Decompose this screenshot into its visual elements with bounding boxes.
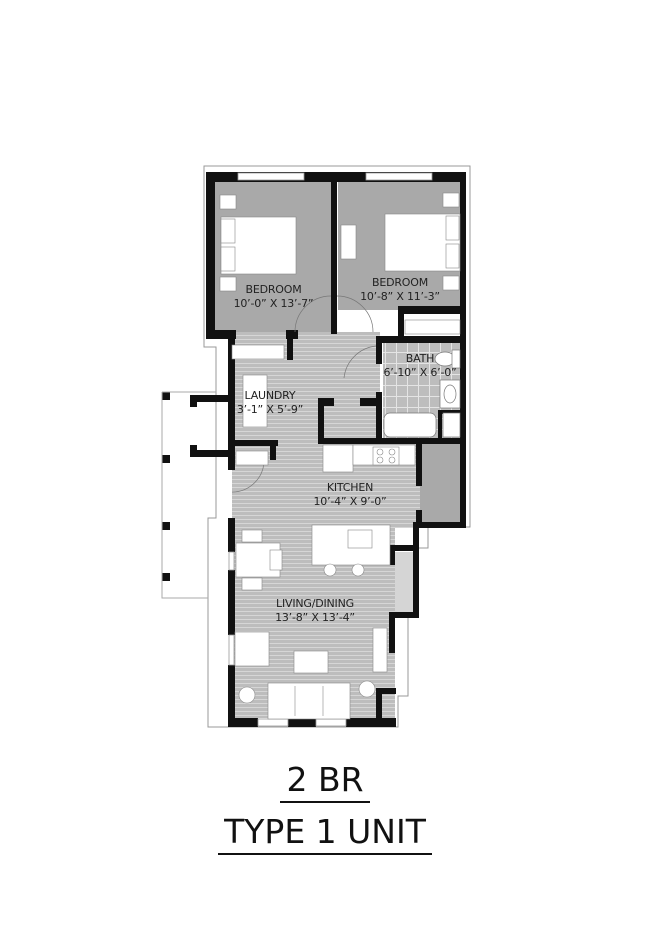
room-dims: 10’-8” X 11’-3” xyxy=(360,290,440,303)
walls xyxy=(162,172,466,727)
room-name: BEDROOM xyxy=(245,283,302,296)
room-name: LIVING/DINING xyxy=(276,597,354,610)
room-label-bedroom-1: BEDROOM 10’-0” X 13’-7” xyxy=(214,283,333,311)
room-dims: 6’-10” X 6’-0” xyxy=(383,366,457,379)
patio-outline xyxy=(161,391,216,599)
room-dims: 3’-1” X 5’-9” xyxy=(236,403,304,416)
room-name: LAUNDRY xyxy=(244,389,296,402)
room-name: BEDROOM xyxy=(371,276,429,289)
kitchen-fixtures xyxy=(311,444,416,577)
unit-bedroom-count: 2 BR xyxy=(0,760,650,803)
unit-type: TYPE 1 UNIT xyxy=(0,812,650,855)
title-line-2: TYPE 1 UNIT xyxy=(218,812,432,855)
bath-fixtures xyxy=(383,349,461,438)
living-furniture xyxy=(234,529,388,720)
room-label-bedroom-2: BEDROOM 10’-8” X 11’-3” xyxy=(340,276,460,304)
room-label-laundry: LAUNDRY 3’-1” X 5’-9” xyxy=(230,389,310,417)
room-label-bath: BATH 6’-10” X 6’-0” xyxy=(370,352,470,380)
windows xyxy=(228,172,433,727)
room-dims: 10’-0” X 13’-7” xyxy=(233,297,314,310)
title-line-1: 2 BR xyxy=(280,760,370,803)
living-closet-floor xyxy=(395,552,413,612)
bedroom-2-furniture xyxy=(340,192,461,335)
bedroom-1-furniture xyxy=(219,194,297,360)
room-name: KITCHEN xyxy=(326,481,374,494)
room-label-living-dining: LIVING/DINING 13’-8” X 13’-4” xyxy=(245,597,385,625)
room-name: BATH xyxy=(405,352,435,365)
room-dims: 10’-4” X 9’-0” xyxy=(313,495,387,508)
door-swings xyxy=(231,295,377,493)
kitchen-right-floor xyxy=(420,443,462,523)
laundry-fixtures xyxy=(235,374,269,466)
room-label-kitchen: KITCHEN 10’-4” X 9’-0” xyxy=(280,481,420,509)
room-dims: 13’-8” X 13’-4” xyxy=(275,611,355,624)
